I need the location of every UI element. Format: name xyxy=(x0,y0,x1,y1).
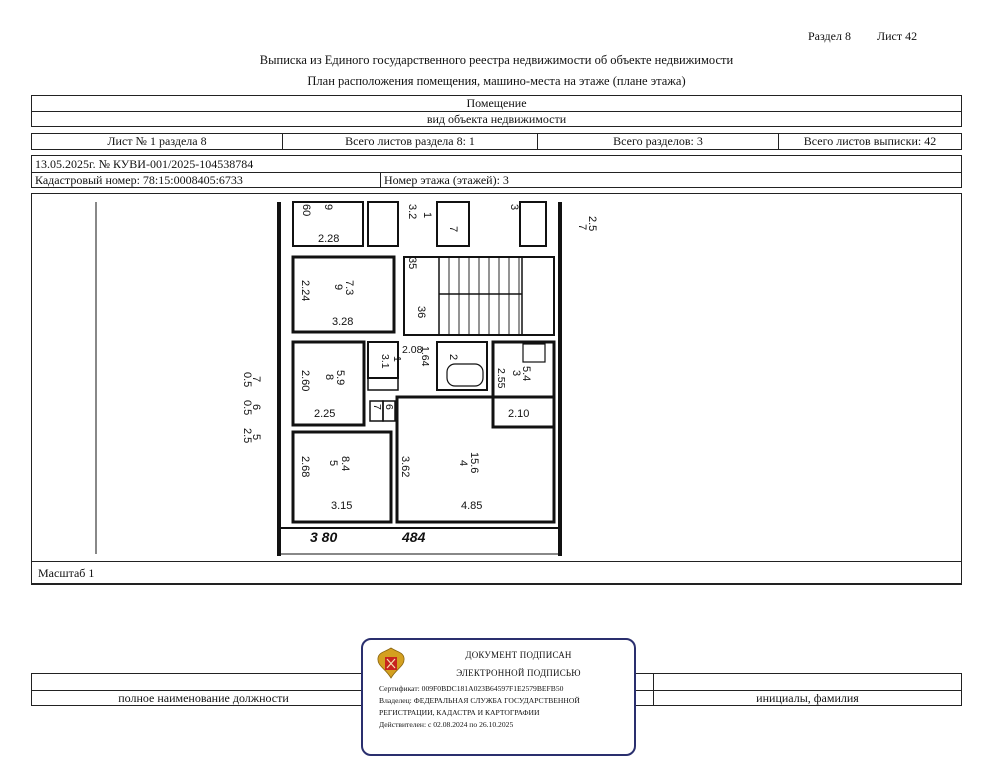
total-sections: Всего разделов: 3 xyxy=(613,134,703,148)
plan-label-s: 3.1 xyxy=(379,354,391,369)
object-kind: вид объекта недвижимости xyxy=(426,112,567,126)
document-title: Выписка из Единого государственного реес… xyxy=(259,53,734,67)
plan-label-ah: 3.62 xyxy=(399,456,411,477)
plan-label-f: 3 xyxy=(508,204,520,210)
plan-side-3: 6 xyxy=(250,404,262,410)
plan-label-y: 8 xyxy=(323,374,335,380)
initials-caption: инициалы, фамилия xyxy=(756,691,859,705)
plan-label-ab: 6 xyxy=(383,404,395,410)
plan-label-ad: 2.10 xyxy=(508,408,529,420)
total-section-sheets: Всего листов раздела 8: 1 xyxy=(345,134,475,148)
sheet-number: Лист 42 xyxy=(877,29,918,43)
plan-label-g: 7 xyxy=(576,224,588,230)
plan-label-al: 4.85 xyxy=(461,500,482,512)
scale-label: Масштаб 1 xyxy=(38,565,95,580)
plan-label-r: 2 xyxy=(447,354,459,360)
floor-plan-area: 60 9 3.2 1 7 3 7 2.5 2.28 35 2.24 9 7.3 … xyxy=(31,193,962,584)
scale-row: Масштаб 1 xyxy=(31,561,962,585)
plan-label-i: 2.28 xyxy=(318,233,339,245)
document-subtitle: План расположения помещения, машино-мест… xyxy=(307,74,686,88)
plan-label-an: 484 xyxy=(401,529,426,545)
plan-label-h: 2.5 xyxy=(586,216,598,231)
plan-label-k: 2.24 xyxy=(299,280,311,301)
plan-side-6: 2.5 xyxy=(241,428,253,443)
plan-label-ac: 2.25 xyxy=(314,408,335,420)
plan-label-aa: 7 xyxy=(371,404,383,410)
object-name: Помещение xyxy=(466,96,527,110)
signature-owner-2: РЕГИСТРАЦИИ, КАДАСТРА И КАРТОГРАФИИ xyxy=(379,708,540,717)
plan-label-x: 2.60 xyxy=(299,370,311,391)
plan-label-v: 3 xyxy=(510,370,522,376)
floor-plan-drawing: 60 9 3.2 1 7 3 7 2.5 2.28 35 2.24 9 7.3 … xyxy=(95,201,598,556)
object-box: Помещение вид объекта недвижимости xyxy=(31,95,962,127)
plan-side-1: 7 xyxy=(250,376,262,382)
plan-label-af: 5 xyxy=(327,460,339,466)
plan-label-l: 9 xyxy=(332,284,344,290)
plan-label-b: 9 xyxy=(322,204,334,210)
plan-label-m: 7.3 xyxy=(343,280,355,295)
plan-label-u: 2.55 xyxy=(495,368,507,389)
plan-label-ai: 4 xyxy=(457,460,469,466)
electronic-signature-stamp: ДОКУМЕНТ ПОДПИСАН ЭЛЕКТРОННОЙ ПОДПИСЬЮ С… xyxy=(361,638,636,756)
plan-label-d: 1 xyxy=(421,212,433,218)
plan-label-aj: 15.6 xyxy=(468,452,480,473)
plan-label-n: 3.28 xyxy=(332,316,353,328)
plan-label-ae: 2.68 xyxy=(299,456,311,477)
plan-label-ak: 3.15 xyxy=(331,500,352,512)
emblem-icon xyxy=(377,647,405,679)
sheets-row: Лист № 1 раздела 8 Всего листов раздела … xyxy=(31,133,962,150)
plan-label-o: 36 xyxy=(415,306,427,318)
plan-label-e: 7 xyxy=(447,226,459,232)
record-box: 13.05.2025г. № КУВИ-001/2025-104538784 К… xyxy=(31,155,962,188)
plan-label-t: 1 xyxy=(391,356,403,362)
plan-label-z: 5.9 xyxy=(334,370,346,385)
plan-label-q: 1.64 xyxy=(419,346,431,367)
plan-label-p: 2.08 xyxy=(402,344,423,356)
signature-title-2: ЭЛЕКТРОННОЙ ПОДПИСЬЮ xyxy=(456,668,581,678)
plan-label-a: 60 xyxy=(300,204,312,216)
plan-label-ag: 8.4 xyxy=(339,456,351,471)
plan-side-2: 0.5 xyxy=(241,372,253,387)
section-number: Раздел 8 xyxy=(808,29,851,43)
plan-label-c: 3.2 xyxy=(406,204,418,219)
sheet-no: Лист № 1 раздела 8 xyxy=(107,134,207,148)
position-caption: полное наименование должности xyxy=(118,691,289,705)
signature-owner-1: Владелец: ФЕДЕРАЛЬНАЯ СЛУЖБА ГОСУДАРСТВЕ… xyxy=(379,696,580,705)
plan-side-5: 5 xyxy=(250,434,262,440)
signature-title-1: ДОКУМЕНТ ПОДПИСАН xyxy=(465,650,572,660)
plan-label-w: 5.4 xyxy=(520,366,532,381)
signature-certificate: Сертификат: 009F0BDC181A023B64597F1E2579… xyxy=(379,684,564,693)
plan-side-4: 0.5 xyxy=(241,400,253,415)
signature-validity: Действителен: с 02.08.2024 по 26.10.2025 xyxy=(379,720,514,729)
record-date-number: 13.05.2025г. № КУВИ-001/2025-104538784 xyxy=(35,156,254,171)
cadastral-number: Кадастровый номер: 78:15:0008405:6733 xyxy=(35,173,243,187)
floor-number: Номер этажа (этажей): 3 xyxy=(384,173,509,187)
plan-label-j: 35 xyxy=(406,257,418,269)
plan-label-am: 3 80 xyxy=(310,529,337,545)
walls xyxy=(95,201,562,556)
total-extract-sheets: Всего листов выписки: 42 xyxy=(803,134,937,148)
